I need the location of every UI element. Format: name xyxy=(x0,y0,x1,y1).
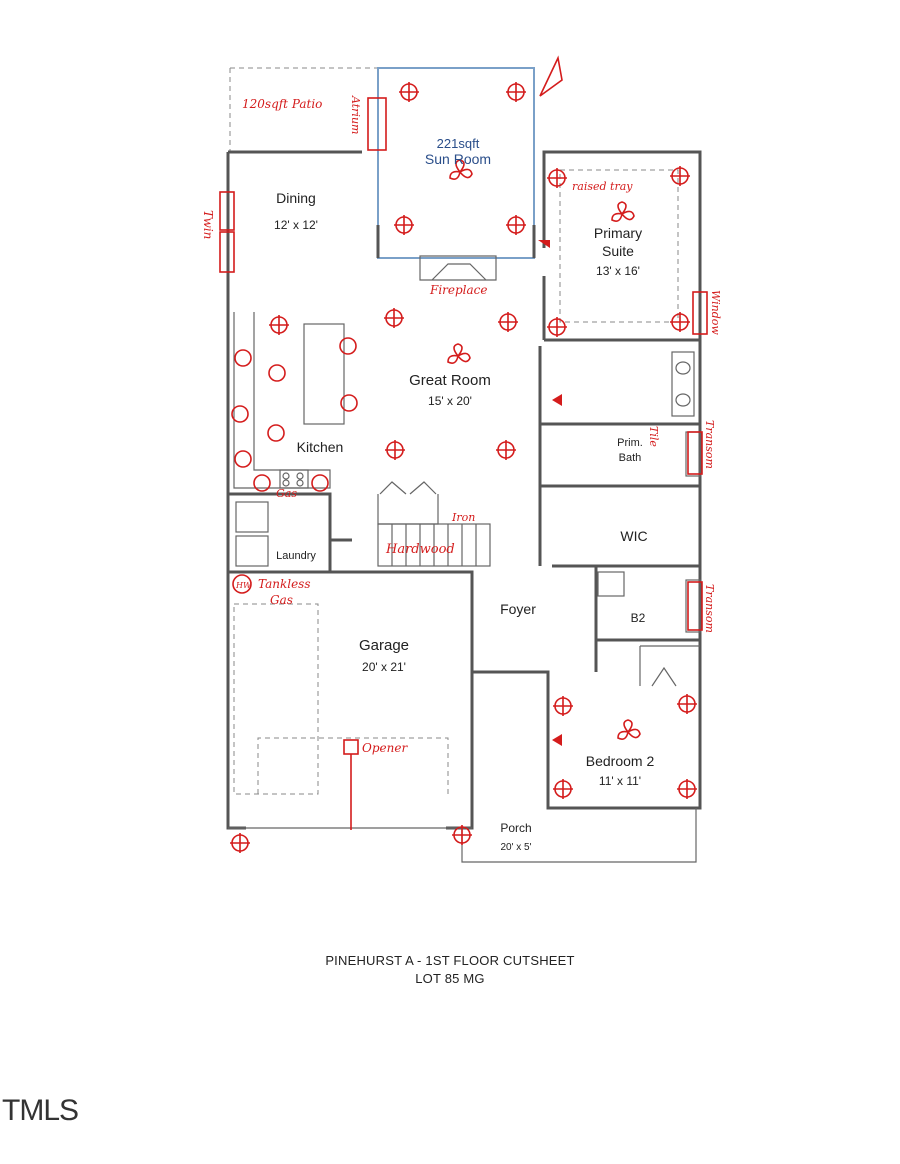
foyer-label: Foyer xyxy=(500,601,536,617)
dining-size: 12' x 12' xyxy=(274,218,318,232)
electrical-markup xyxy=(219,55,708,853)
garage-label: Garage xyxy=(359,637,409,654)
garage-walls xyxy=(228,570,474,828)
garage-door-line xyxy=(257,737,449,794)
fireplace-note: Fireplace xyxy=(429,283,488,297)
prim-bath-label-2: Bath xyxy=(619,452,642,464)
tray-ceiling xyxy=(559,169,679,323)
bath-walls xyxy=(538,346,700,672)
laundry-label: Laundry xyxy=(276,550,316,562)
sunroom-area: 221sqft xyxy=(437,136,480,151)
dining-label: Dining xyxy=(276,190,316,206)
sunroom-label: Sun Room xyxy=(425,151,491,167)
primary-suite-walls xyxy=(542,276,700,342)
transom-note-1: Transom xyxy=(703,420,716,469)
stair-treads xyxy=(391,524,477,566)
b2-label: B2 xyxy=(631,611,646,625)
b2-shower xyxy=(685,579,701,633)
sunroom-side-walls xyxy=(376,225,536,258)
hw-note: HW xyxy=(235,581,252,590)
kitchen-island xyxy=(303,323,345,425)
primary-suite-label-1: Primary xyxy=(594,225,642,241)
gas-note: Gas xyxy=(276,487,297,500)
iron-note: Iron xyxy=(451,511,475,524)
laundry-walls xyxy=(228,492,352,572)
tankless-note: Tankless xyxy=(258,577,310,591)
bedroom2-size: 11' x 11' xyxy=(599,774,641,788)
opener-note: Opener xyxy=(362,741,408,755)
porch-label: Porch xyxy=(500,821,531,835)
cutsheet-title: PINEHURST A - 1ST FLOOR CUTSHEET xyxy=(325,953,575,968)
wic-label: WIC xyxy=(620,528,647,544)
transom-note-2: Transom xyxy=(703,584,716,633)
great-room-size: 15' x 20' xyxy=(428,394,472,408)
watermark: TMLS xyxy=(2,1094,79,1127)
garage-size: 20' x 21' xyxy=(362,660,406,674)
closet-doors xyxy=(377,481,439,525)
bedroom2-closet xyxy=(639,645,700,687)
kitchen-label: Kitchen xyxy=(297,439,344,455)
primary-suite-label-2: Suite xyxy=(602,243,634,259)
window-note: Window xyxy=(709,290,722,335)
hardwood-note: Hardwood xyxy=(385,542,455,557)
prim-bath-label-1: Prim. xyxy=(617,437,643,449)
porch-outline xyxy=(461,808,697,863)
twin-note: Twin xyxy=(201,210,215,239)
sunroom-outline xyxy=(377,67,535,259)
primary-suite-size: 13' x 16' xyxy=(596,264,640,278)
red-switch-markers xyxy=(538,240,562,746)
kitchen-counter xyxy=(233,312,331,489)
porch-size: 20' x 5' xyxy=(500,842,531,853)
garage-dashed-left xyxy=(233,603,319,795)
tile-note: Tile xyxy=(647,426,660,447)
patio-note: 120sqft Patio xyxy=(242,97,322,111)
fireplace-shape xyxy=(419,255,497,281)
lot-label: LOT 85 MG xyxy=(415,971,485,986)
dryer xyxy=(235,535,269,567)
b2-sink xyxy=(597,571,625,597)
raised-tray-note: raised tray xyxy=(572,180,633,193)
prim-bath-vanity xyxy=(671,351,695,417)
tankless-gas-note: Gas xyxy=(270,593,293,607)
bedroom2-label: Bedroom 2 xyxy=(586,753,655,769)
atrium-note: Atrium xyxy=(349,95,362,134)
cooktop xyxy=(279,469,309,489)
washer xyxy=(235,501,269,533)
great-room-label: Great Room xyxy=(409,372,491,389)
